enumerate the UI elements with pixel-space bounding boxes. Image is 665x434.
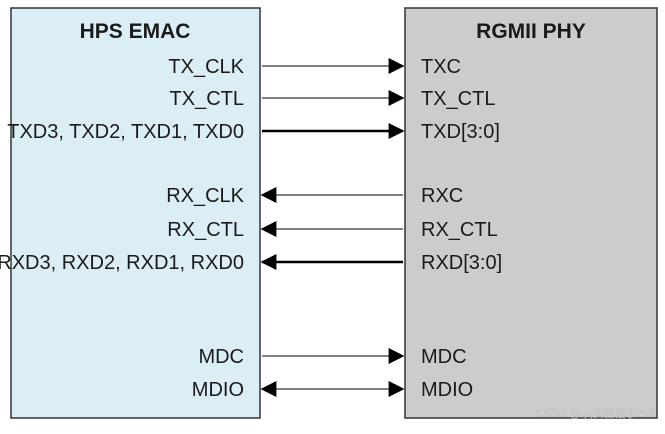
signal-label-left-tx-clk: TX_CLK (168, 56, 244, 78)
rgmii-phy-title: RGMII PHY (476, 20, 586, 43)
signal-label-right-tx-clk: TXC (421, 56, 461, 78)
signal-label-left-txd3-txd2-txd1-txd0: TXD3, TXD2, TXD1, TXD0 (7, 121, 244, 143)
signal-label-left-mdio: MDIO (192, 379, 244, 401)
signal-label-right-tx-ctl: TX_CTL (421, 88, 495, 110)
signal-label-left-rx-ctl: RX_CTL (167, 219, 244, 241)
watermark: CSDN @qq实验猫手258 (535, 408, 655, 420)
signal-label-right-mdc: MDC (421, 346, 467, 368)
signal-label-left-rxd3-rxd2-rxd1-rxd0: RXD3, RXD2, RXD1, RXD0 (0, 252, 244, 274)
signal-label-left-rx-clk: RX_CLK (166, 185, 244, 207)
signal-label-right-mdio: MDIO (421, 379, 473, 401)
rgmii-phy-block (404, 7, 658, 419)
hps-emac-title: HPS EMAC (80, 20, 191, 43)
hps-emac-block (10, 7, 261, 419)
signal-label-left-tx-ctl: TX_CTL (170, 88, 244, 110)
signal-label-right-rx-clk: RXC (421, 185, 463, 207)
signal-label-left-mdc: MDC (198, 346, 244, 368)
signal-label-right-rxd3-rxd2-rxd1-rxd0: RXD[3:0] (421, 252, 502, 274)
signal-label-right-rx-ctl: RX_CTL (421, 219, 498, 241)
signals-layer: TX_CLK TXC TX_CTL TX_CTL TXD3, TXD2, TXD1, T… (0, 56, 502, 401)
signal-label-right-txd3-txd2-txd1-txd0: TXD[3:0] (421, 121, 500, 143)
